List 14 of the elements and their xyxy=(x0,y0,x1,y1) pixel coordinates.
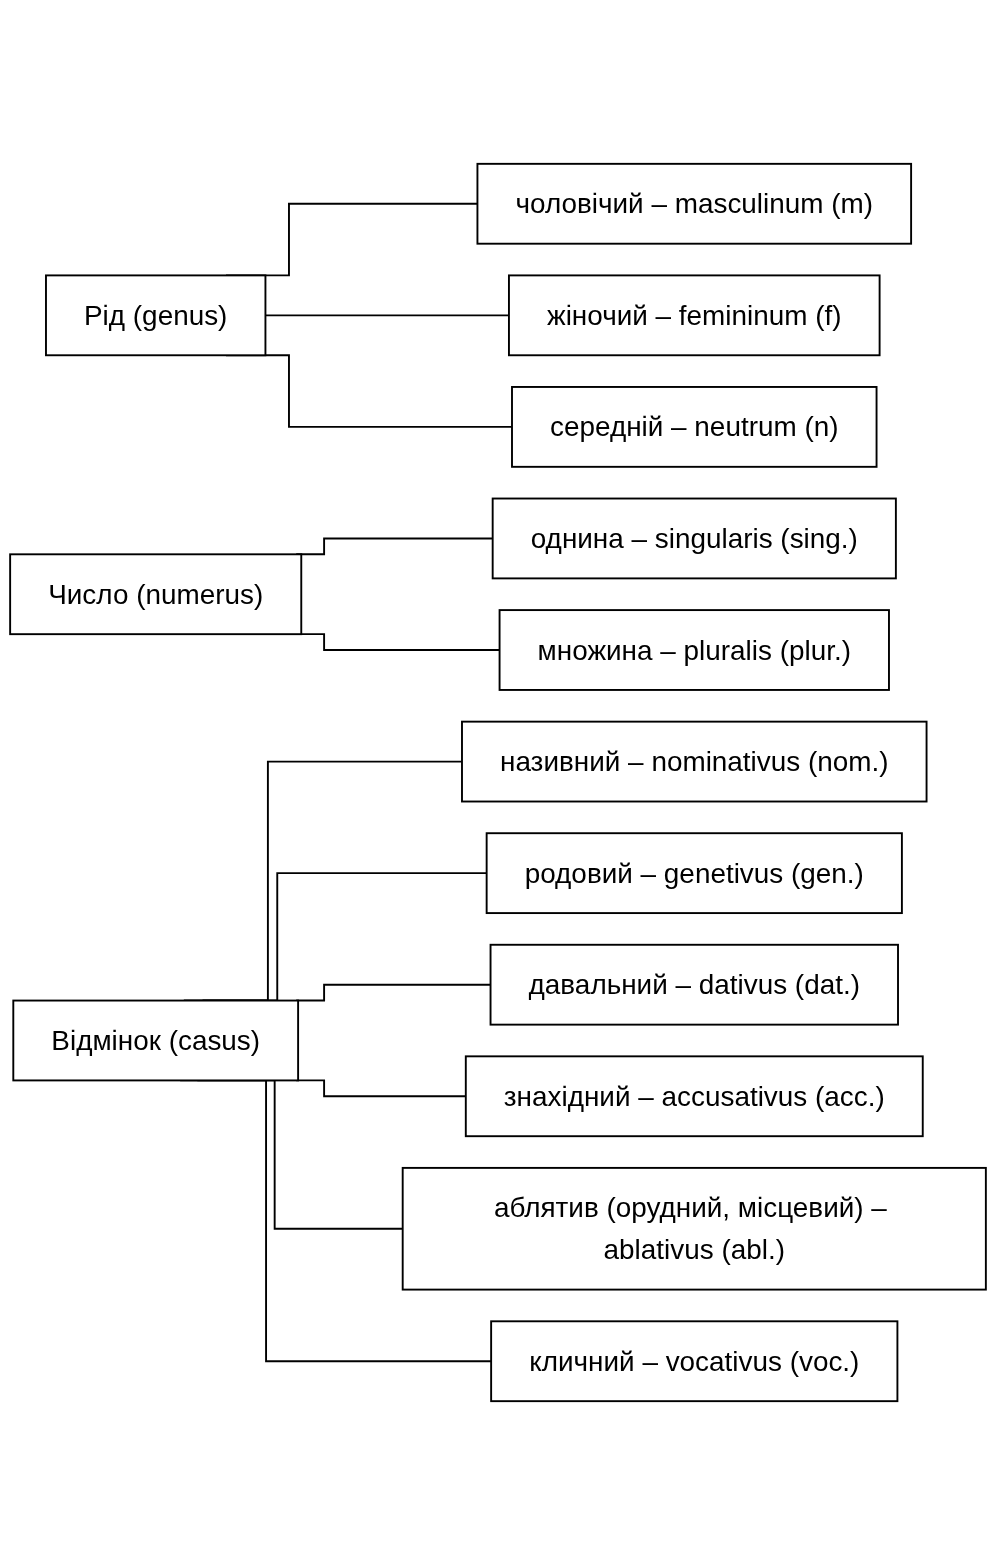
node-box: жіночий – femininum (f) xyxy=(508,274,881,357)
node-box: родовий – genetivus (gen.) xyxy=(485,832,903,915)
node-box: давальний – dativus (dat.) xyxy=(489,943,899,1026)
node-box: аблятив (орудний, місцевий) – ablativus (abl.) xyxy=(401,1166,987,1291)
node-box: знахідний – accusativus (acc.) xyxy=(464,1055,924,1138)
node-box: Відмінок (casus) xyxy=(12,999,300,1082)
node-box: середній – neutrum (n) xyxy=(511,386,878,468)
node-box: називний – nominativus (nom.) xyxy=(461,720,928,803)
node-box: кличний – vocativus (voc.) xyxy=(490,1320,899,1403)
node-box: чоловічий – masculinum (m) xyxy=(476,162,913,245)
node-box: Рід (genus) xyxy=(45,274,267,357)
node-box: однина – singularis (sing.) xyxy=(491,497,897,580)
node-box: Число (numerus) xyxy=(9,553,303,636)
node-box: множина – pluralis (plur.) xyxy=(498,609,890,691)
